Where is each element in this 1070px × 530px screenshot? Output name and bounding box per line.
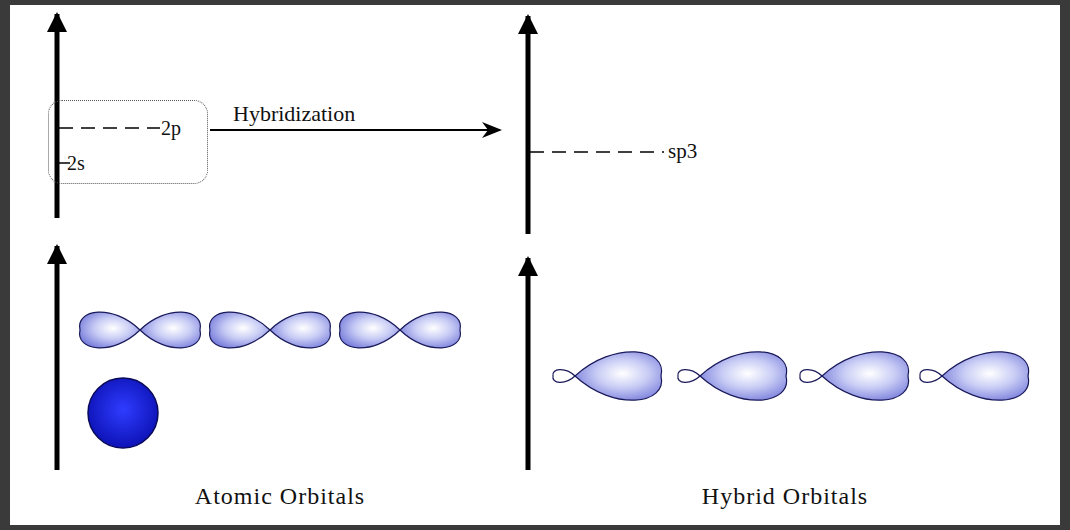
small-lobe — [553, 370, 575, 383]
energy-axis — [526, 258, 531, 470]
section-caption: Hybrid Orbitals — [702, 484, 868, 508]
energy-levels — [59, 128, 664, 163]
energy-axis — [55, 246, 60, 470]
process-label: Hybridization — [233, 103, 355, 125]
orbital-lobe — [400, 312, 460, 348]
large-lobe — [700, 352, 787, 400]
s-orbital — [88, 378, 158, 448]
2s-label: 2s — [67, 153, 85, 173]
2p-level — [59, 127, 160, 129]
sp3-label: sp3 — [668, 141, 697, 162]
2p-label: 2p — [161, 118, 181, 138]
orbital-lobe — [270, 312, 330, 348]
sp3-level — [530, 151, 664, 153]
large-lobe — [575, 352, 662, 400]
hybridization-arrow — [210, 129, 500, 131]
p-orbital — [210, 312, 331, 348]
sp3-orbital — [800, 352, 909, 400]
section-caption: Atomic Orbitals — [195, 484, 365, 508]
small-lobe — [920, 370, 942, 383]
small-lobe — [800, 370, 822, 383]
orbitals — [80, 312, 1029, 448]
small-lobe — [678, 370, 700, 383]
large-lobe — [822, 352, 909, 400]
p-orbital — [80, 312, 201, 348]
sp3-orbital — [553, 352, 662, 400]
energy-axis — [55, 14, 60, 218]
orbital-lobe — [140, 312, 200, 348]
sp3-orbital — [920, 352, 1029, 400]
dotted-group-box: 2p 2s — [48, 100, 208, 184]
energy-axes — [57, 14, 528, 470]
orbital-lobe — [340, 312, 400, 348]
sp3-orbital — [678, 352, 787, 400]
p-orbital — [340, 312, 461, 348]
large-lobe — [942, 352, 1029, 400]
panel — [10, 5, 1060, 525]
orbital-lobe — [80, 312, 140, 348]
energy-axis — [526, 16, 531, 234]
orbital-lobe — [210, 312, 270, 348]
